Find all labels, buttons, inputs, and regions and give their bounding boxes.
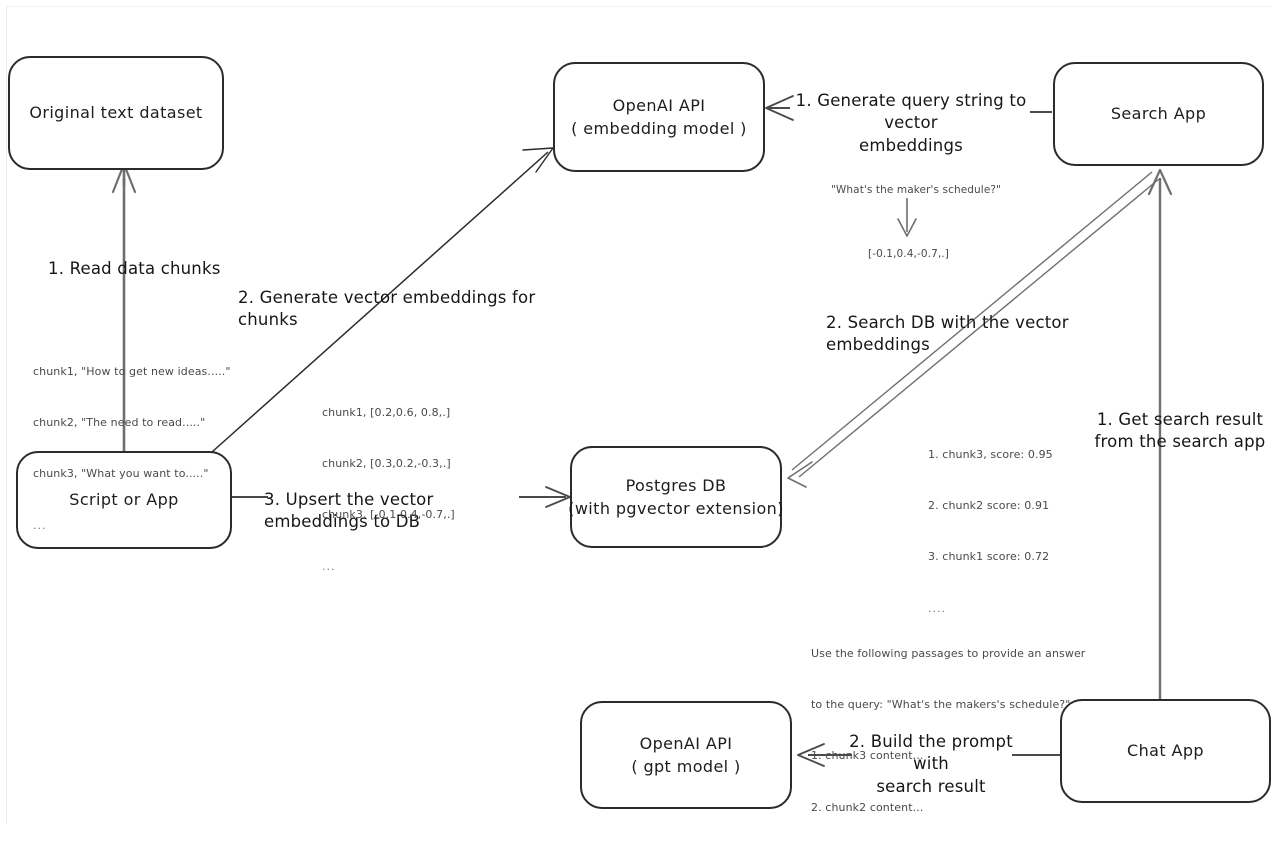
- edge-label-generate-query-embeddings: 1. Generate query string to vector embed…: [795, 91, 1027, 155]
- note-line: 2. chunk2 content...: [811, 800, 924, 814]
- edge-label-search-db-with-embeddings: 2. Search DB with the vector embeddings: [826, 313, 1069, 355]
- edge-chatapp-to-searchapp: [1147, 168, 1173, 700]
- node-openai-api-embedding[interactable]: OpenAI API ( embedding model ): [553, 62, 765, 172]
- note-line: Use the following passages to provide an…: [811, 647, 1086, 661]
- node-sublabel: ( gpt model ): [631, 757, 741, 776]
- note-ellipsis: ...: [33, 518, 47, 532]
- note-line: chunk3, "What you want to.....": [33, 467, 209, 481]
- node-sublabel: ( embedding model ): [571, 119, 747, 138]
- node-postgres-db[interactable]: Postgres DB (with pgvector extension): [568, 446, 784, 548]
- note-raw-chunks: chunk1, "How to get new ideas....." chun…: [33, 329, 231, 568]
- edge-searchapp-to-openai-embedding: [765, 95, 1052, 121]
- node-script-or-app[interactable]: Script or App: [16, 451, 232, 549]
- node-sublabel: (with pgvector extension): [568, 499, 784, 518]
- note-query-vector: [-0.1,0.4,-0.7,.]: [868, 248, 949, 260]
- note-line: chunk1, "How to get new ideas.....": [33, 365, 231, 379]
- note-line: 2. chunk2 score: 0.91: [928, 499, 1050, 513]
- note-line: to the query: "What's the makers's sched…: [811, 698, 1071, 712]
- note-ellipsis: ....: [928, 601, 946, 615]
- note-line: chunk3, [-0.1,0.4,-0.7,.]: [322, 508, 455, 522]
- note-search-results: 1. chunk3, score: 0.95 2. chunk2 score: …: [928, 412, 1053, 651]
- note-chunk-vectors: chunk1, [0.2,0.6, 0.8,.] chunk2, [0.3,0.…: [322, 370, 455, 609]
- diagram-canvas: Original text dataset Script or App Open…: [6, 6, 1272, 824]
- node-label: Original text dataset: [29, 103, 203, 123]
- note-ellipsis: ...: [322, 559, 336, 573]
- node-label: Search App: [1110, 104, 1207, 124]
- edge-label-build-prompt: 2. Build the prompt with search result: [849, 732, 1013, 796]
- node-openai-api-gpt[interactable]: OpenAI API ( gpt model ): [580, 701, 792, 809]
- note-line: 1. chunk3, score: 0.95: [928, 448, 1053, 462]
- note-prompt-text: Use the following passages to provide an…: [811, 611, 1085, 850]
- note-line: 3. chunk1 score: 0.72: [928, 550, 1050, 564]
- edge-label-upsert-to-db: 3. Upsert the vector embeddings to DB: [264, 490, 434, 532]
- edge-label-generate-embeddings-for-chunks: 2. Generate vector embeddings for chunks: [238, 288, 536, 330]
- edge-chatapp-to-openai-gpt: [797, 743, 1060, 767]
- note-line: 1. chunk3 content...: [811, 749, 924, 763]
- node-label: Postgres DB: [625, 475, 727, 495]
- node-label: OpenAI API: [639, 733, 733, 753]
- edge-query-to-vector: [897, 198, 917, 237]
- note-line: chunk2, [0.3,0.2,-0.3,.]: [322, 457, 451, 471]
- note-line: chunk2, "The need to read.....": [33, 416, 206, 430]
- node-chat-app[interactable]: Chat App: [1060, 699, 1271, 803]
- node-label: OpenAI API: [612, 95, 706, 115]
- edge-label-read-data-chunks: 1. Read data chunks: [48, 259, 221, 278]
- node-label: Chat App: [1127, 741, 1204, 761]
- node-search-app[interactable]: Search App: [1053, 62, 1264, 166]
- edge-searchapp-to-postgres: [787, 171, 1160, 488]
- note-query-string: "What's the maker's schedule?": [831, 184, 1001, 196]
- edge-label-get-search-result: 1. Get search result from the search app: [1094, 410, 1266, 452]
- node-label: Script or App: [69, 490, 179, 510]
- node-original-text-dataset[interactable]: Original text dataset: [8, 56, 224, 170]
- note-line: chunk1, [0.2,0.6, 0.8,.]: [322, 406, 451, 420]
